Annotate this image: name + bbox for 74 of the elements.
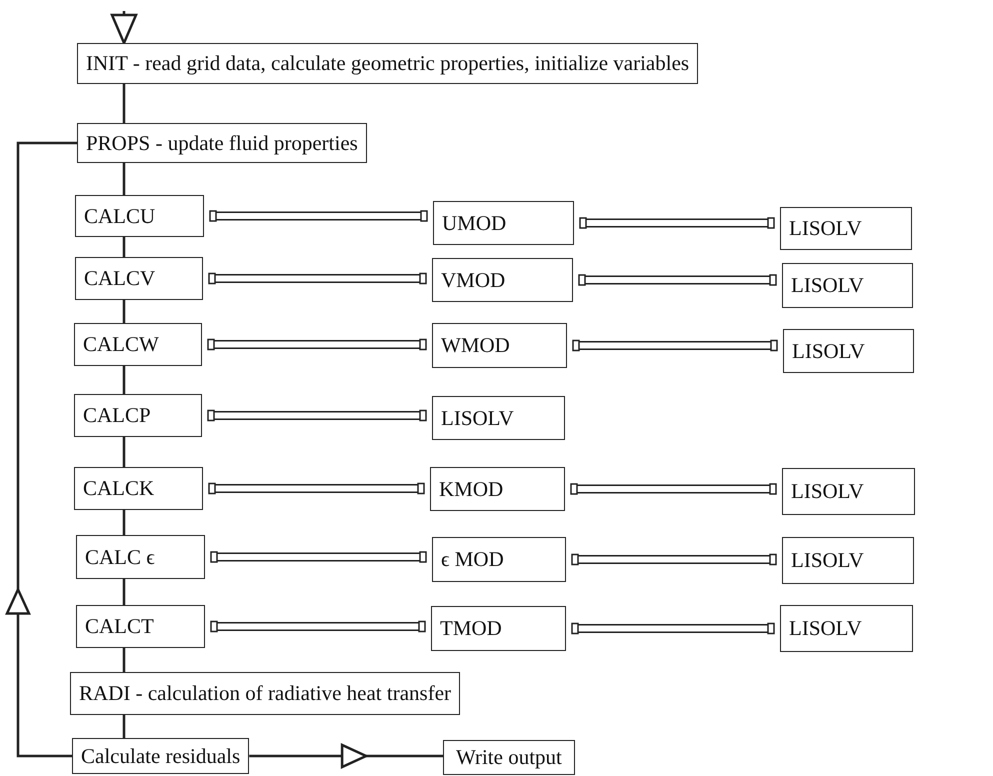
box-label: LISOLV	[792, 338, 865, 364]
box-label: CALCT	[85, 614, 154, 639]
box-label: PROPS - update fluid properties	[86, 130, 358, 156]
process-box	[782, 537, 914, 584]
process-box	[782, 468, 915, 515]
box-label: CALCV	[84, 266, 156, 291]
connector-line	[122, 366, 126, 394]
box-label: UMOD	[442, 210, 506, 236]
pipe-connector	[210, 620, 426, 632]
pipe-connector	[571, 554, 777, 566]
pipe-connector	[207, 338, 427, 350]
process-box	[77, 43, 698, 84]
process-box	[72, 738, 250, 774]
pipe-connector	[578, 274, 777, 286]
start-arrow	[110, 11, 138, 44]
pipe-connector	[209, 210, 428, 222]
pipe-connector	[208, 482, 425, 494]
process-box	[782, 263, 913, 308]
pipe-connector	[579, 217, 775, 229]
box-label: LISOLV	[791, 479, 864, 504]
process-box	[433, 201, 574, 245]
process-box	[780, 207, 912, 250]
process-box	[74, 467, 203, 510]
connector-line	[122, 163, 126, 195]
process-box	[443, 740, 575, 775]
process-box	[76, 535, 205, 579]
process-box	[432, 396, 565, 440]
box-label: LISOLV	[791, 273, 864, 298]
process-box	[431, 606, 566, 651]
connector-line	[122, 510, 126, 535]
pipe-connector	[207, 410, 427, 422]
box-label: INIT - read grid data, calculate geometric properties, initialize variables	[86, 51, 690, 76]
process-box	[70, 672, 460, 715]
box-label: LISOLV	[789, 616, 862, 641]
process-box	[430, 467, 565, 511]
pipe-connector	[572, 340, 778, 352]
connector-line	[122, 579, 126, 605]
pipe-connector	[571, 622, 775, 634]
process-box	[432, 323, 567, 368]
connector-line	[122, 300, 126, 323]
pipe-connector	[208, 272, 427, 284]
connector-line	[122, 237, 126, 257]
box-label: LISOLV	[791, 548, 864, 573]
box-label: CALCW	[83, 332, 159, 357]
box-label: CALCU	[84, 204, 156, 228]
box-label: CALCK	[83, 476, 154, 501]
box-label: LISOLV	[441, 406, 514, 430]
box-label: Calculate residuals	[81, 744, 240, 768]
process-box	[780, 605, 913, 652]
box-label: KMOD	[439, 476, 504, 502]
connector-line	[122, 437, 126, 467]
process-box	[77, 123, 367, 163]
box-label: LISOLV	[789, 216, 862, 241]
box-label: CALC ϵ	[85, 544, 155, 570]
connector-line	[122, 84, 126, 123]
process-box	[74, 394, 202, 437]
box-label: CALCP	[83, 403, 151, 428]
process-box	[74, 323, 202, 366]
process-box	[75, 257, 203, 300]
process-box	[432, 537, 566, 582]
box-label: WMOD	[441, 333, 510, 358]
connector-line	[122, 715, 126, 738]
pipe-connector	[210, 551, 427, 563]
process-box	[783, 329, 914, 373]
box-label: RADI - calculation of radiative heat transfer	[79, 681, 452, 706]
connector-line	[122, 648, 126, 672]
process-box	[432, 258, 573, 302]
pipe-connector	[570, 483, 777, 495]
box-label: Write output	[456, 745, 562, 770]
process-box	[75, 195, 204, 237]
process-box	[76, 605, 205, 648]
box-label: TMOD	[440, 616, 502, 641]
box-label: ϵ MOD	[441, 547, 504, 572]
box-label: VMOD	[441, 268, 506, 292]
